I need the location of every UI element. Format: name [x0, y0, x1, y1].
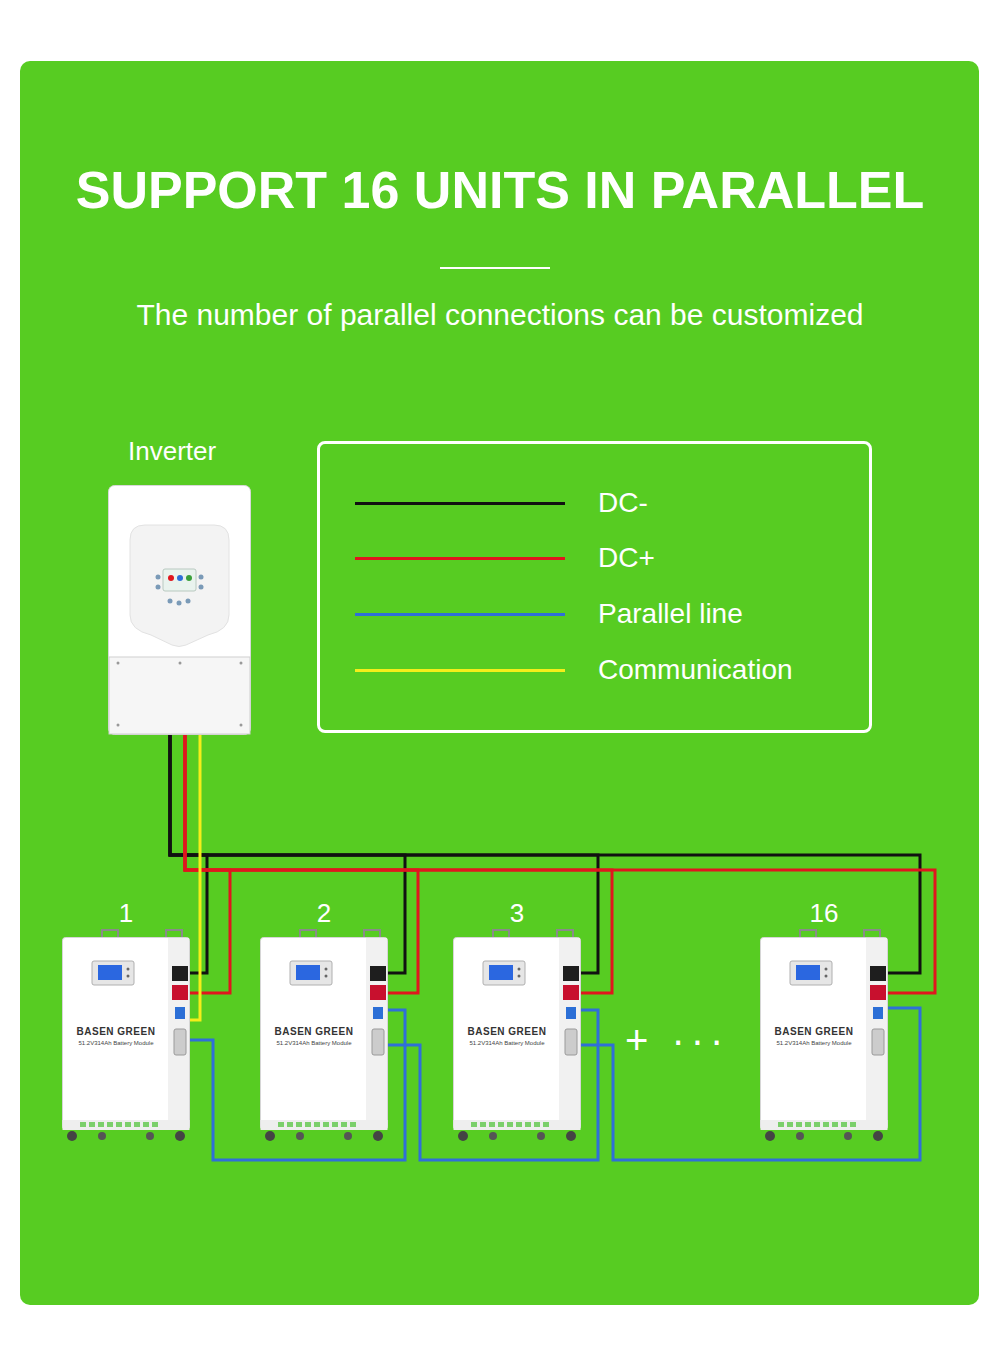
legend-line-sample: [355, 557, 565, 560]
legend-text: DC-: [598, 486, 648, 520]
legend-text: Communication: [598, 653, 793, 687]
model-text: 51.2V314Ah Battery Module: [455, 1039, 559, 1047]
battery-illustration: [260, 937, 388, 1142]
device-label: Inverter: [128, 435, 216, 467]
continuation-mark: + ···: [625, 1016, 729, 1064]
model-text: 51.2V314Ah Battery Module: [64, 1039, 168, 1047]
battery-illustration: [760, 937, 888, 1142]
unit-number: 2: [260, 897, 388, 929]
legend-line-sample: [355, 502, 565, 505]
legend-line-sample: [355, 669, 565, 672]
page-title: SUPPORT 16 UNITS IN PARALLEL: [0, 160, 1000, 220]
legend-text: Parallel line: [598, 597, 743, 631]
model-text: 51.2V314Ah Battery Module: [762, 1039, 866, 1047]
battery-module: 1BASEN GREEN51.2V314Ah Battery Module: [62, 937, 190, 1142]
battery-module: 3BASEN GREEN51.2V314Ah Battery Module: [453, 937, 581, 1142]
unit-number: 3: [453, 897, 581, 929]
legend-box: DC- DC+ Parallel lineCommunication: [317, 441, 872, 733]
brand-name: BASEN GREEN: [762, 1026, 866, 1038]
battery-illustration: [62, 937, 190, 1142]
unit-number: 1: [62, 897, 190, 929]
battery-illustration: [453, 937, 581, 1142]
legend-text: DC+: [598, 541, 655, 575]
inverter-illustration: [108, 485, 251, 735]
brand-name: BASEN GREEN: [64, 1026, 168, 1038]
title-underline: [440, 267, 550, 269]
page-subtitle: The number of parallel connections can b…: [0, 298, 1000, 332]
inverter-unit: Inverter: [108, 485, 251, 735]
communication-wire: [190, 735, 200, 1020]
brand-name: BASEN GREEN: [455, 1026, 559, 1038]
unit-number: 16: [760, 897, 888, 929]
model-text: 51.2V314Ah Battery Module: [262, 1039, 366, 1047]
battery-module: 2BASEN GREEN51.2V314Ah Battery Module: [260, 937, 388, 1142]
brand-name: BASEN GREEN: [262, 1026, 366, 1038]
battery-module: 16BASEN GREEN51.2V314Ah Battery Module: [760, 937, 888, 1142]
dc-positive-wire: [185, 735, 230, 993]
legend-line-sample: [355, 613, 565, 616]
